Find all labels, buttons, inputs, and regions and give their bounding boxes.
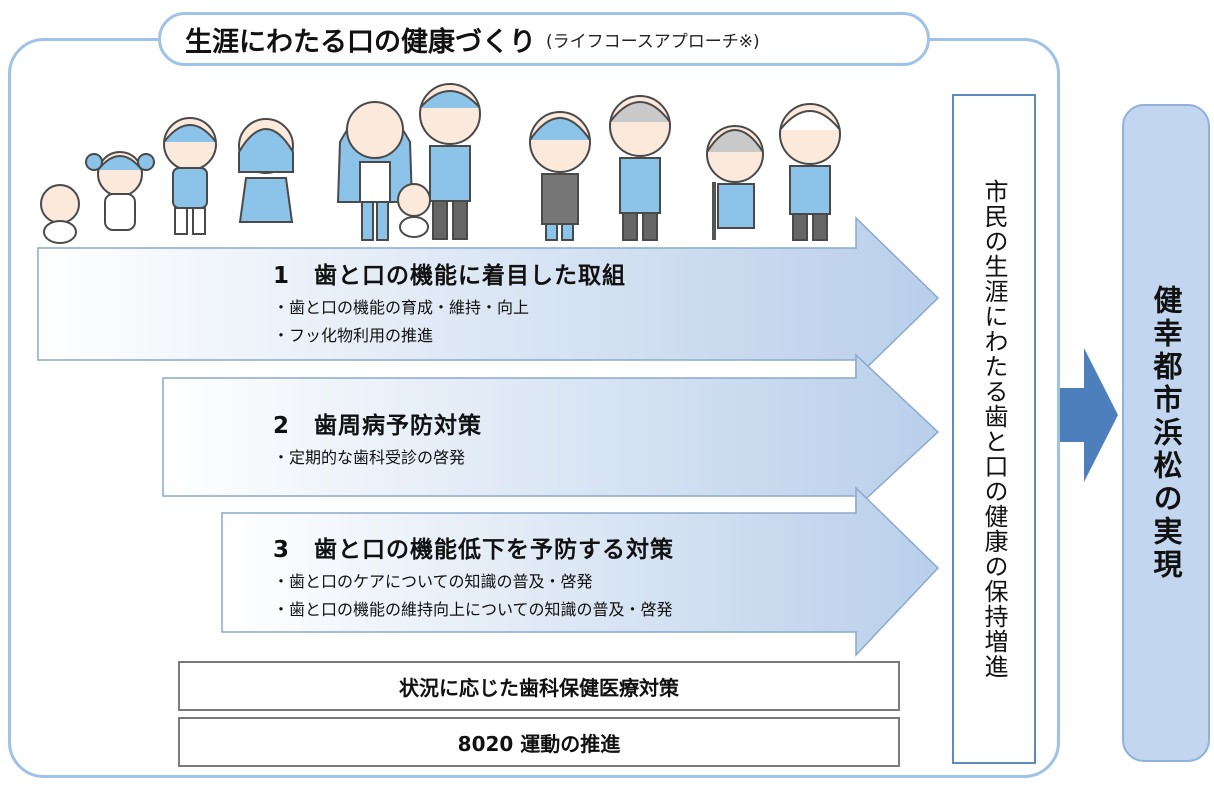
section-3-heading: 3 歯と口の機能低下を予防する対策	[273, 537, 675, 563]
baby-figure	[40, 184, 80, 244]
elderly-woman-figure	[706, 125, 764, 240]
goal-text: 健幸都市浜松の実現	[1149, 284, 1183, 582]
section-1: 1 歯と口の機能に着目した取組 ・歯と口の機能の育成・維持・向上 ・フッ化物利用…	[273, 256, 626, 346]
section-1-heading: 1 歯と口の機能に着目した取組	[273, 263, 627, 289]
section-2-item-1: ・定期的な歯科受診の啓発	[273, 448, 466, 467]
section-3-item-2: ・歯と口の機能の維持向上についての知識の普及・啓発	[273, 600, 673, 619]
child-figure	[163, 117, 217, 235]
life-stages-illustration	[40, 83, 841, 244]
section-3-item-1: ・歯と口のケアについての知識の普及・啓発	[273, 572, 593, 591]
section-3: 3 歯と口の機能低下を予防する対策 ・歯と口のケアについての知識の普及・啓発 ・…	[273, 530, 674, 620]
young-woman-figure	[336, 101, 414, 241]
campaign-8020-box: 8020 運動の推進	[178, 717, 900, 767]
middle-aged-woman-figure	[529, 111, 591, 241]
student-figure	[238, 118, 294, 223]
outcome-box: 市民の生涯にわたる歯と口の健康の保持増進	[952, 94, 1036, 764]
diagram-subtitle: (ライフコースアプローチ※)	[546, 31, 760, 52]
diagram-title: 生涯にわたる口の健康づくり	[185, 26, 536, 58]
toddler-figure	[85, 151, 155, 231]
arrow-section-2	[162, 353, 940, 510]
arrow-section-1	[37, 216, 940, 380]
arrow-section-3	[221, 486, 940, 657]
goal-arrow	[1060, 348, 1118, 482]
young-man-figure	[419, 83, 481, 240]
middle-aged-man-figure	[609, 95, 671, 241]
outcome-text: 市民の生涯にわたる歯と口の健康の保持増進	[980, 179, 1008, 679]
section-2: 2 歯周病予防対策 ・定期的な歯科受診の啓発	[273, 406, 482, 468]
goal-box: 健幸都市浜松の実現	[1122, 104, 1210, 762]
section-1-item-1: ・歯と口の機能の育成・維持・向上	[273, 298, 530, 317]
section-1-item-2: ・フッ化物利用の推進	[273, 326, 434, 345]
situational-care-box: 状況に応じた歯科保健医療対策	[178, 661, 900, 711]
small-child-figure	[397, 183, 431, 238]
elderly-man-figure	[779, 103, 841, 241]
title-banner: 生涯にわたる口の健康づくり (ライフコースアプローチ※)	[158, 12, 930, 66]
section-2-heading: 2 歯周病予防対策	[273, 413, 483, 439]
